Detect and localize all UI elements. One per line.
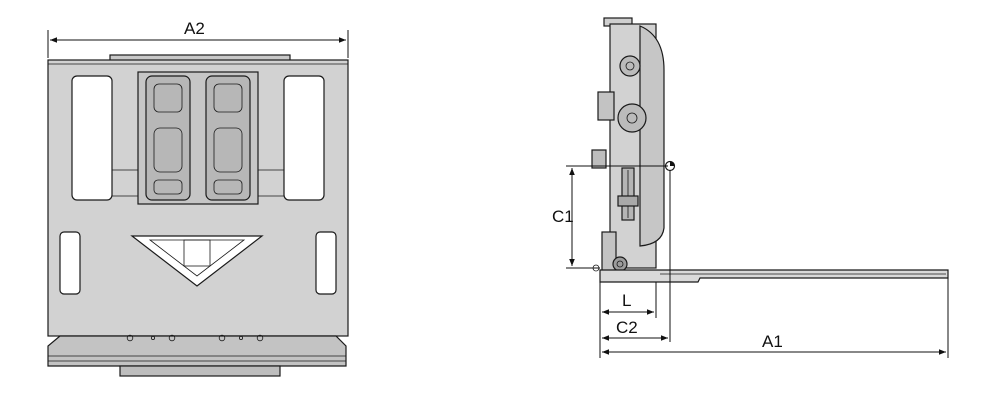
right-window — [283, 75, 325, 201]
side-view: C1 L C2 A1 — [552, 17, 949, 358]
roller-top — [619, 55, 641, 77]
roller-top-center — [625, 61, 635, 71]
l-label: L — [622, 291, 631, 310]
triangle-center-block — [183, 239, 211, 267]
left-channel-pad-3 — [153, 179, 183, 195]
front-block-upper — [597, 91, 615, 121]
roller-bottom — [612, 256, 628, 272]
fork-arm — [599, 269, 949, 283]
front-view: A2 — [47, 19, 349, 377]
roller-bottom-center — [616, 260, 624, 268]
left-window — [71, 75, 113, 201]
left-channel — [145, 75, 191, 201]
cylinder-clamp — [617, 195, 639, 207]
bottom-feet — [119, 365, 281, 377]
front-block-mid — [591, 149, 607, 169]
roller-mid-center — [626, 112, 638, 124]
a1-label: A1 — [762, 332, 783, 351]
right-channel-pad-2 — [213, 127, 243, 173]
right-bracket — [257, 169, 285, 197]
c1-label: C1 — [552, 207, 574, 226]
bolt-5 — [238, 335, 243, 340]
load-center-marker-fill — [670, 161, 675, 166]
bolt-1 — [126, 334, 134, 342]
right-slot — [315, 231, 337, 295]
c2-label: C2 — [616, 318, 638, 337]
a2-label: A2 — [184, 19, 205, 38]
right-channel-pad-3 — [213, 179, 243, 195]
left-slot — [59, 231, 81, 295]
mast-rear-profile — [639, 25, 665, 247]
bolt-4 — [218, 334, 226, 342]
bottom-beam — [47, 335, 347, 367]
right-channel — [205, 75, 251, 201]
bolt-6 — [256, 334, 264, 342]
left-channel-pad-1 — [153, 83, 183, 113]
right-channel-pad-1 — [213, 83, 243, 113]
bolt-3 — [168, 334, 176, 342]
roller-mid — [617, 103, 647, 133]
bolt-2 — [150, 335, 155, 340]
left-bracket — [111, 169, 139, 197]
triangle-cutout — [130, 235, 264, 287]
left-channel-pad-2 — [153, 127, 183, 173]
